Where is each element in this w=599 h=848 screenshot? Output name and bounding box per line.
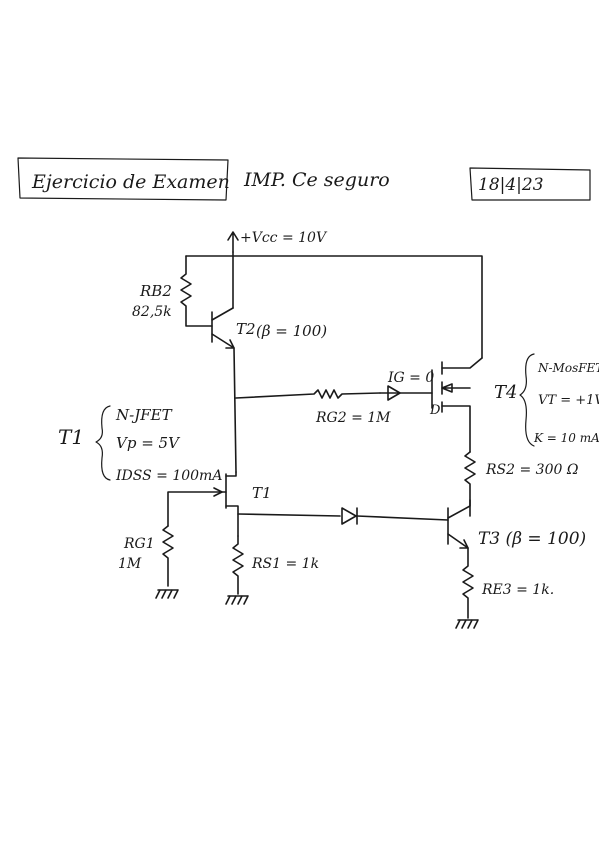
rg1-zigzag bbox=[162, 525, 174, 587]
rb2-zigzag bbox=[180, 255, 213, 327]
ground-icon bbox=[225, 595, 249, 605]
rb2-value: 82,5k bbox=[132, 304, 172, 320]
exercise-title: Ejercicio de Examen bbox=[31, 171, 230, 193]
t1-spec: T1 N-JFET Vp = 5V IDSS = 100mA bbox=[58, 405, 222, 484]
t4-brace bbox=[519, 353, 535, 447]
ground-icon bbox=[455, 619, 479, 629]
t2-collector bbox=[211, 307, 234, 321]
t1-spec-2: Vp = 5V bbox=[116, 434, 181, 452]
t4-name: T4 bbox=[494, 382, 517, 403]
rs1-zigzag bbox=[232, 535, 244, 595]
diode-branch bbox=[237, 507, 449, 525]
t1-spec-1: N-JFET bbox=[115, 406, 173, 424]
ground-icon bbox=[155, 589, 179, 599]
t4-source bbox=[441, 405, 471, 453]
t4-drain-pin: D bbox=[429, 403, 441, 418]
re3-label: RE3 = 1k. bbox=[481, 582, 554, 598]
rb2-resistor: RB2 82,5k bbox=[132, 255, 213, 327]
t2-param: (β = 100) bbox=[256, 322, 327, 340]
vcc-label: +Vcc = 10V bbox=[240, 230, 328, 246]
t2-transistor: T2 (β = 100) bbox=[211, 307, 327, 349]
t1-side-name: T1 bbox=[58, 425, 84, 449]
t3-emitter-arrow bbox=[447, 533, 469, 549]
t4-mosfet: D T4 N-MosFET VT = +1V K = 10 mA/V² bbox=[429, 353, 599, 453]
diode-icon bbox=[341, 507, 358, 525]
t2-t1-wire bbox=[233, 347, 237, 473]
rg2-resistor: RG2 = 1M bbox=[235, 389, 391, 426]
t1-label: T1 bbox=[252, 484, 272, 502]
rg2-label: RG2 = 1M bbox=[315, 410, 391, 426]
rg1-name: RG1 bbox=[123, 536, 155, 552]
t1-drain bbox=[225, 471, 237, 477]
top-wire bbox=[185, 255, 483, 359]
t4-body-arrow bbox=[441, 383, 471, 393]
t3-collector bbox=[447, 499, 471, 519]
t4-spec-1: N-MosFET bbox=[537, 361, 599, 375]
vcc-arrow bbox=[227, 231, 239, 253]
exercise-subtitle: IMP. Ce seguro bbox=[243, 169, 390, 191]
t1-source bbox=[225, 505, 239, 537]
t4-spec-3: K = 10 mA/V² bbox=[533, 431, 599, 445]
re3-resistor: RE3 = 1k. bbox=[455, 547, 554, 629]
date-box bbox=[469, 167, 591, 201]
header: Ejercicio de Examen IMP. Ce seguro 18|4|… bbox=[17, 157, 591, 201]
ig-label: IG = 0 bbox=[387, 370, 434, 386]
rs1-label: RS1 = 1k bbox=[251, 556, 319, 572]
t3-label: T3 (β = 100) bbox=[478, 529, 586, 549]
t4-drain bbox=[441, 357, 483, 369]
t4-spec-2: VT = +1V bbox=[538, 393, 599, 408]
t1-gate-arrow bbox=[213, 487, 223, 497]
t1-spec-3: IDSS = 100mA bbox=[115, 468, 222, 484]
ig-arrow bbox=[387, 385, 401, 401]
t1-gate-wire bbox=[167, 491, 227, 527]
t1-jfet: T1 bbox=[167, 471, 272, 537]
source-wire bbox=[237, 513, 341, 517]
rb2-name: RB2 bbox=[139, 282, 172, 300]
rs2-zigzag bbox=[464, 451, 476, 517]
rs2-resistor: RS2 = 300 Ω bbox=[464, 451, 579, 517]
t3-base-wire bbox=[356, 515, 449, 521]
t2-name: T2 bbox=[236, 320, 256, 338]
title-box bbox=[17, 157, 229, 201]
vcc-rail: +Vcc = 10V bbox=[185, 230, 483, 359]
re3-zigzag bbox=[462, 547, 474, 619]
rg1-value: 1M bbox=[118, 556, 142, 572]
rg1-resistor: RG1 1M bbox=[118, 525, 179, 599]
rg2-zigzag bbox=[235, 389, 381, 399]
rs1-resistor: RS1 = 1k bbox=[225, 535, 319, 605]
t2-emitter-arrow bbox=[211, 333, 235, 349]
t3-transistor: T3 (β = 100) bbox=[447, 499, 586, 549]
exercise-date: 18|4|23 bbox=[478, 175, 544, 195]
rs2-label: RS2 = 300 Ω bbox=[485, 462, 579, 478]
t1-brace bbox=[95, 405, 111, 481]
ig-current: IG = 0 bbox=[379, 370, 434, 401]
